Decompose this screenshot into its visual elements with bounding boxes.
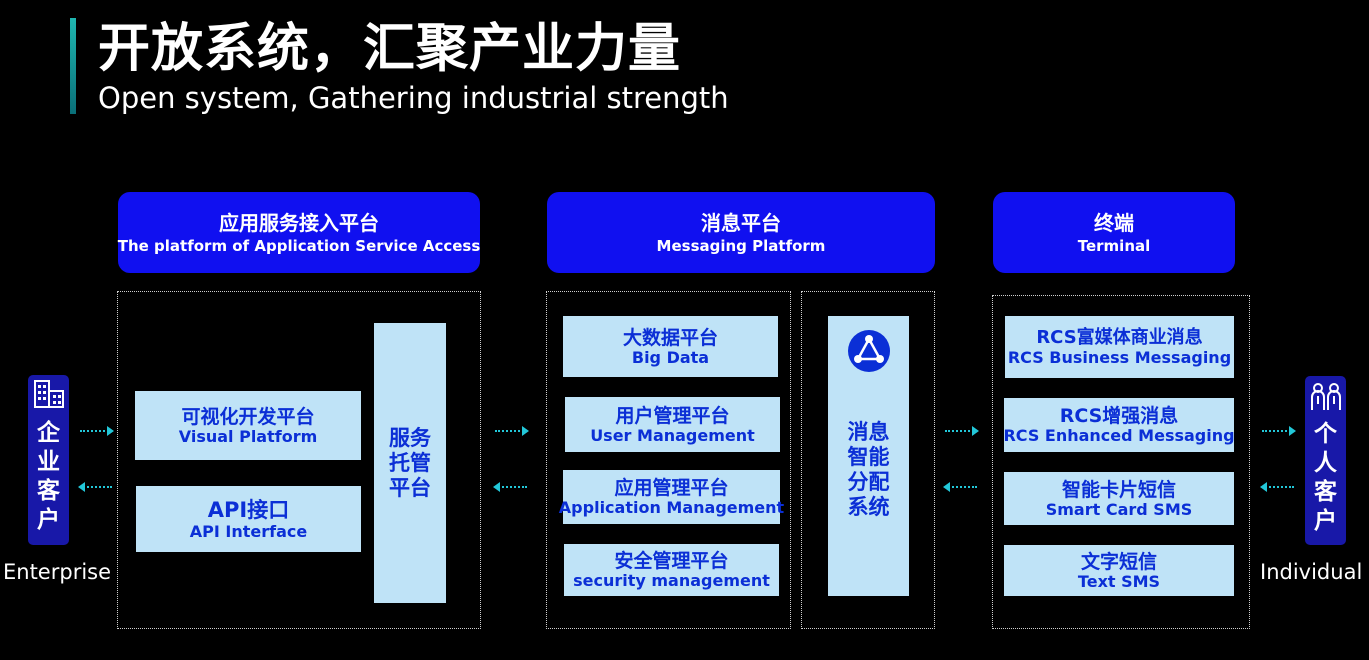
security-management-box: 安全管理平台 security management (564, 544, 779, 596)
user-management-en: User Management (590, 425, 755, 445)
header-messaging-zh: 消息平台 (701, 210, 781, 235)
individual-label-en: Individual (1260, 560, 1363, 584)
individual-block: 个人客户 (1305, 376, 1346, 545)
header-terminal: 终端 Terminal (993, 192, 1235, 273)
message-dispatch-zh: 消息智能分配系统 (847, 420, 890, 519)
smart-card-sms-box: 智能卡片短信 Smart Card SMS (1004, 472, 1234, 525)
visual-platform-en: Visual Platform (178, 426, 318, 446)
header-app-access-en: The platform of Application Service Acce… (117, 236, 481, 255)
title-accent-bar (70, 18, 76, 114)
arrow-access-to-messaging (495, 426, 529, 436)
service-hosting-box: 服务托管平台 (374, 323, 446, 603)
enterprise-label-en: Enterprise (3, 560, 112, 584)
smart-card-sms-zh: 智能卡片短信 (1061, 478, 1176, 501)
visual-platform-zh: 可视化开发平台 (181, 405, 315, 428)
text-sms-box: 文字短信 Text SMS (1004, 545, 1234, 596)
header-terminal-zh: 终端 (1094, 210, 1134, 235)
rcs-business-en: RCS Business Messaging (1007, 348, 1232, 367)
visual-platform-box: 可视化开发平台 Visual Platform (135, 391, 361, 460)
arrow-access-to-enterprise (78, 482, 112, 492)
panel-app-access (117, 291, 481, 629)
rcs-business-box: RCS富媒体商业消息 RCS Business Messaging (1005, 316, 1234, 378)
arrow-individual-to-terminal (1260, 482, 1294, 492)
page-subtitle: Open system, Gathering industrial streng… (98, 81, 729, 115)
user-management-zh: 用户管理平台 (615, 404, 730, 427)
panel-terminal (992, 295, 1250, 629)
security-management-zh: 安全管理平台 (614, 550, 729, 572)
application-management-en: Application Management (558, 498, 785, 517)
rcs-enhanced-zh: RCS增强消息 (1059, 405, 1179, 427)
rcs-business-zh: RCS富媒体商业消息 (1036, 327, 1203, 348)
arrow-terminal-to-individual (1262, 426, 1296, 436)
api-interface-zh: API接口 (207, 497, 290, 522)
arrow-messaging-to-terminal (945, 426, 979, 436)
page-title: 开放系统，汇聚产业力量 (98, 19, 682, 79)
rcs-enhanced-box: RCS增强消息 RCS Enhanced Messaging (1003, 398, 1235, 452)
building-icon (33, 380, 64, 408)
big-data-zh: 大数据平台 (622, 326, 718, 349)
rcs-enhanced-en: RCS Enhanced Messaging (1003, 426, 1235, 445)
header-messaging: 消息平台 Messaging Platform (547, 192, 935, 273)
application-management-zh: 应用管理平台 (614, 477, 729, 499)
panel-messaging-dispatch (801, 291, 935, 629)
security-management-en: security management (573, 571, 770, 590)
people-icon (1310, 383, 1341, 410)
individual-label-zh: 个人客户 (1314, 421, 1337, 534)
service-hosting-zh: 服务托管平台 (389, 425, 431, 500)
big-data-box: 大数据平台 Big Data (563, 316, 778, 377)
header-messaging-en: Messaging Platform (656, 236, 826, 255)
text-sms-en: Text SMS (1077, 571, 1161, 591)
arrow-messaging-to-access (493, 482, 527, 492)
header-terminal-en: Terminal (1077, 236, 1151, 255)
header-app-access-zh: 应用服务接入平台 (219, 210, 379, 235)
enterprise-label-zh: 企业客户 (37, 420, 60, 533)
arrow-enterprise-to-access (80, 426, 114, 436)
header-app-access: 应用服务接入平台 The platform of Application Ser… (118, 192, 480, 273)
message-dispatch-box: 消息智能分配系统 (828, 316, 909, 596)
network-icon (847, 330, 890, 372)
big-data-en: Big Data (631, 347, 710, 367)
api-interface-en: API Interface (189, 521, 308, 541)
arrow-terminal-to-messaging (943, 482, 977, 492)
panel-messaging-platforms (546, 291, 791, 629)
api-interface-box: API接口 API Interface (136, 486, 361, 552)
smart-card-sms-en: Smart Card SMS (1045, 499, 1193, 519)
user-management-box: 用户管理平台 User Management (565, 397, 780, 452)
application-management-box: 应用管理平台 Application Management (559, 470, 784, 524)
enterprise-block: 企业客户 (28, 375, 69, 545)
text-sms-zh: 文字短信 (1080, 550, 1157, 573)
